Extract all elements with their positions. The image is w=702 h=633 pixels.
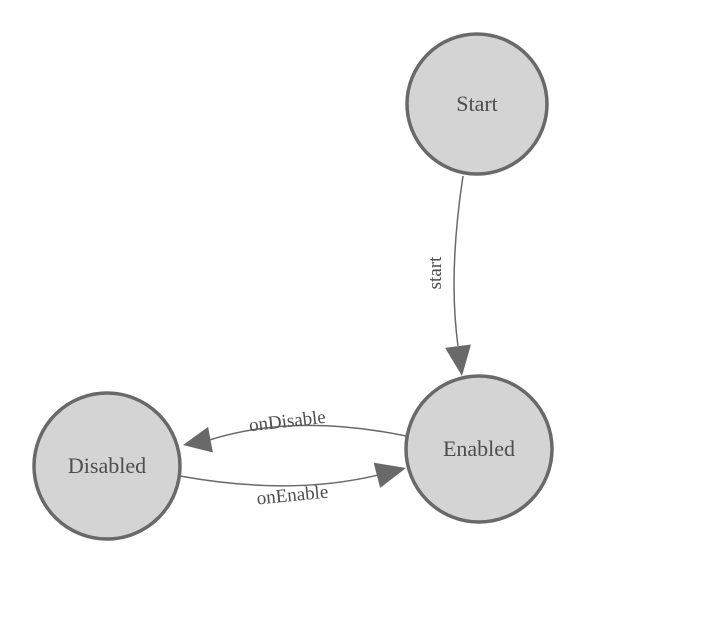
edge-disabled-to-enabled: onEnable: [179, 462, 406, 509]
state-circle-disabled: [32, 391, 182, 541]
state-label-enabled: Enabled: [443, 436, 515, 461]
state-label-disabled: Disabled: [68, 453, 146, 478]
arrowhead-start-to-enabled: [445, 344, 471, 376]
state-label-start: Start: [456, 91, 498, 116]
state-node-disabled: Disabled: [32, 391, 182, 541]
edge-enabled-to-disabled: onDisable: [183, 407, 407, 453]
edge-line-start: [453, 175, 464, 347]
edge-line-ondisable: [210, 424, 407, 441]
edge-start-to-enabled: start: [425, 175, 471, 376]
state-circle-start: [405, 32, 549, 176]
arrowhead-enabled-to-disabled: [183, 426, 213, 453]
edge-line-onenable: [179, 474, 378, 487]
edge-label-ondisable: onDisable: [248, 407, 327, 437]
state-circle-enabled: [404, 374, 554, 524]
arrowhead-disabled-to-enabled: [373, 462, 406, 488]
edge-label-start: start: [425, 256, 446, 289]
state-node-enabled: Enabled: [404, 374, 554, 524]
state-node-start: Start: [405, 32, 549, 176]
